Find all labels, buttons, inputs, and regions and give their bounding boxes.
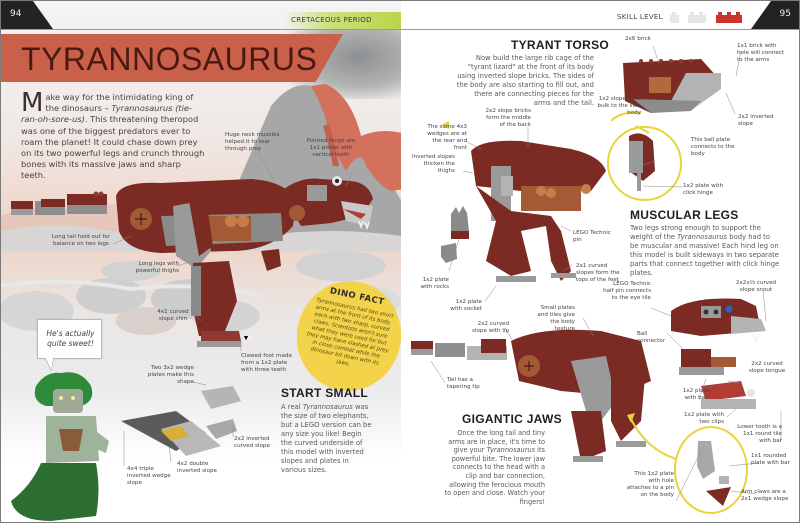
label-long-tail: Long tail held out for balance on two le… (51, 234, 111, 247)
label-2x2-slope-bricks: 2x2 slope bricks form the middle of the … (485, 108, 531, 128)
section-tab-label: CRETACEOUS PERIOD (291, 16, 372, 24)
skill-brick-1x1-empty (670, 12, 679, 23)
label-arm-claws: Arm claws are a 2x1 wedge slope (741, 489, 789, 502)
label-plate-bar: 1x2 plate with bar (682, 388, 710, 401)
left-leader-lines (112, 152, 354, 466)
title-banner: TYRANNOSAURUS (1, 34, 343, 82)
tyrant-torso-paragraph: Now build the large rib cage of the "tyr… (456, 54, 594, 107)
label-ball-plate: This ball plate connects to the body (691, 137, 735, 157)
label-2x6-brick: 2x6 brick (625, 36, 651, 42)
label-double-inverted: 4x2 double inverted slope (177, 461, 217, 474)
label-small-plates: Small plates and tiles give the body tex… (537, 305, 575, 332)
detail-ring-arm (607, 126, 682, 201)
header-rule (1, 29, 401, 30)
label-two-clips: 1x2 plate with two clips (683, 412, 724, 425)
label-inverted-curved: 2x2 inverted curved slope (234, 436, 270, 449)
speech-bubble: He's actually quite sweet! (37, 319, 102, 359)
label-tail-tip: Tail has a tapering tip (447, 377, 480, 390)
label-ball-connector: Ball connector (637, 331, 666, 344)
label-same-wedges: The same 4x3 wedges are at the rear and … (427, 124, 467, 151)
label-technic-pin: LEGO Technic pin (573, 230, 611, 243)
start-small-paragraph: A real Tyrannosaurus was the size of two… (281, 403, 372, 474)
label-plate-rocks: 1x2 plate with rocks (420, 277, 449, 290)
label-rounded-plate: 1x1 rounded plate with bar (751, 453, 790, 466)
label-wedge-plates: Two 3x2 wedge plates make this shape (147, 365, 194, 385)
detail-ring-arm-parts (674, 426, 748, 514)
label-plate-socket: 1x2 plate with socket (450, 299, 482, 312)
label-lower-tooth: Lower tooth is a 1x1 round tile with bar (737, 424, 782, 444)
label-clawed-foot: Clawed foot made from a 1x2 plate with t… (241, 353, 292, 373)
page-number: 94 (10, 9, 22, 19)
skill-brick-2x1-empty (688, 12, 706, 23)
trex-model-image (11, 176, 373, 521)
label-snout: 2x2x⅔ curved slope snout (735, 280, 777, 293)
label-long-legs: Long legs with powerful thighs (135, 261, 179, 274)
muscular-legs-paragraph: Two legs strong enough to support the we… (630, 224, 780, 277)
build-step-images (411, 45, 782, 506)
header-rule (401, 29, 799, 30)
label-triple-wedge: 4x4 triple inverted wedge slope (127, 466, 171, 486)
page-number: 95 (779, 9, 791, 19)
drop-cap: M (21, 88, 44, 118)
section-tab: CRETACEOUS PERIOD (283, 12, 401, 29)
dino-fact-body: Tyrannosaurus had two short arms at the … (305, 297, 394, 368)
right-page: SKILL LEVEL 95 TYRANT TORSO Now build th… (401, 1, 799, 522)
label-click-hinge: 1x2 plate with click hinge (683, 183, 724, 196)
label-pointed-fangs: Pointed fangs are 1x1 plates with vertic… (306, 138, 356, 158)
label-curved-lip: 2x2 curved slope with lip (472, 321, 509, 334)
label-1x1-brick-hole: 1x1 brick with hole will connect to the … (737, 43, 785, 63)
label-tongue: 2x2 curved slope tongue (748, 361, 786, 374)
start-small-heading: START SMALL (281, 386, 369, 400)
gigantic-jaws-paragraph: Once the long tail and tiny arms are in … (444, 429, 545, 506)
label-1x2-slope: 1x2 slope adds bulk to the side body (597, 96, 641, 116)
label-inverted-thighs: Inverted slopes thicken the thighs (411, 154, 455, 174)
label-curved-feet: 2x1 curved slopes form the tops of the f… (576, 263, 620, 283)
label-half-pin: LEGO Technic half pin connects to the ey… (603, 281, 651, 301)
muscular-legs-heading: MUSCULAR LEGS (630, 208, 739, 222)
skill-brick-3x1-filled (716, 12, 742, 23)
skill-level-label: SKILL LEVEL (617, 13, 663, 21)
gigantic-jaws-heading: GIGANTIC JAWS (462, 412, 562, 426)
tyrant-torso-heading: TYRANT TORSO (511, 38, 610, 52)
label-shin: 4x1 curved slope shin (157, 309, 189, 322)
label-neck-muscles: Huge neck muscles helped it to tear thro… (225, 132, 280, 152)
label-2x2-inverted-slope: 2x2 inverted slope (738, 114, 774, 127)
page-title: TYRANNOSAURUS (21, 41, 318, 77)
speech-bubble-text: He's actually quite sweet! (46, 329, 95, 348)
label-plate-hole: This 1x2 plate with hole attaches to a p… (626, 471, 674, 498)
